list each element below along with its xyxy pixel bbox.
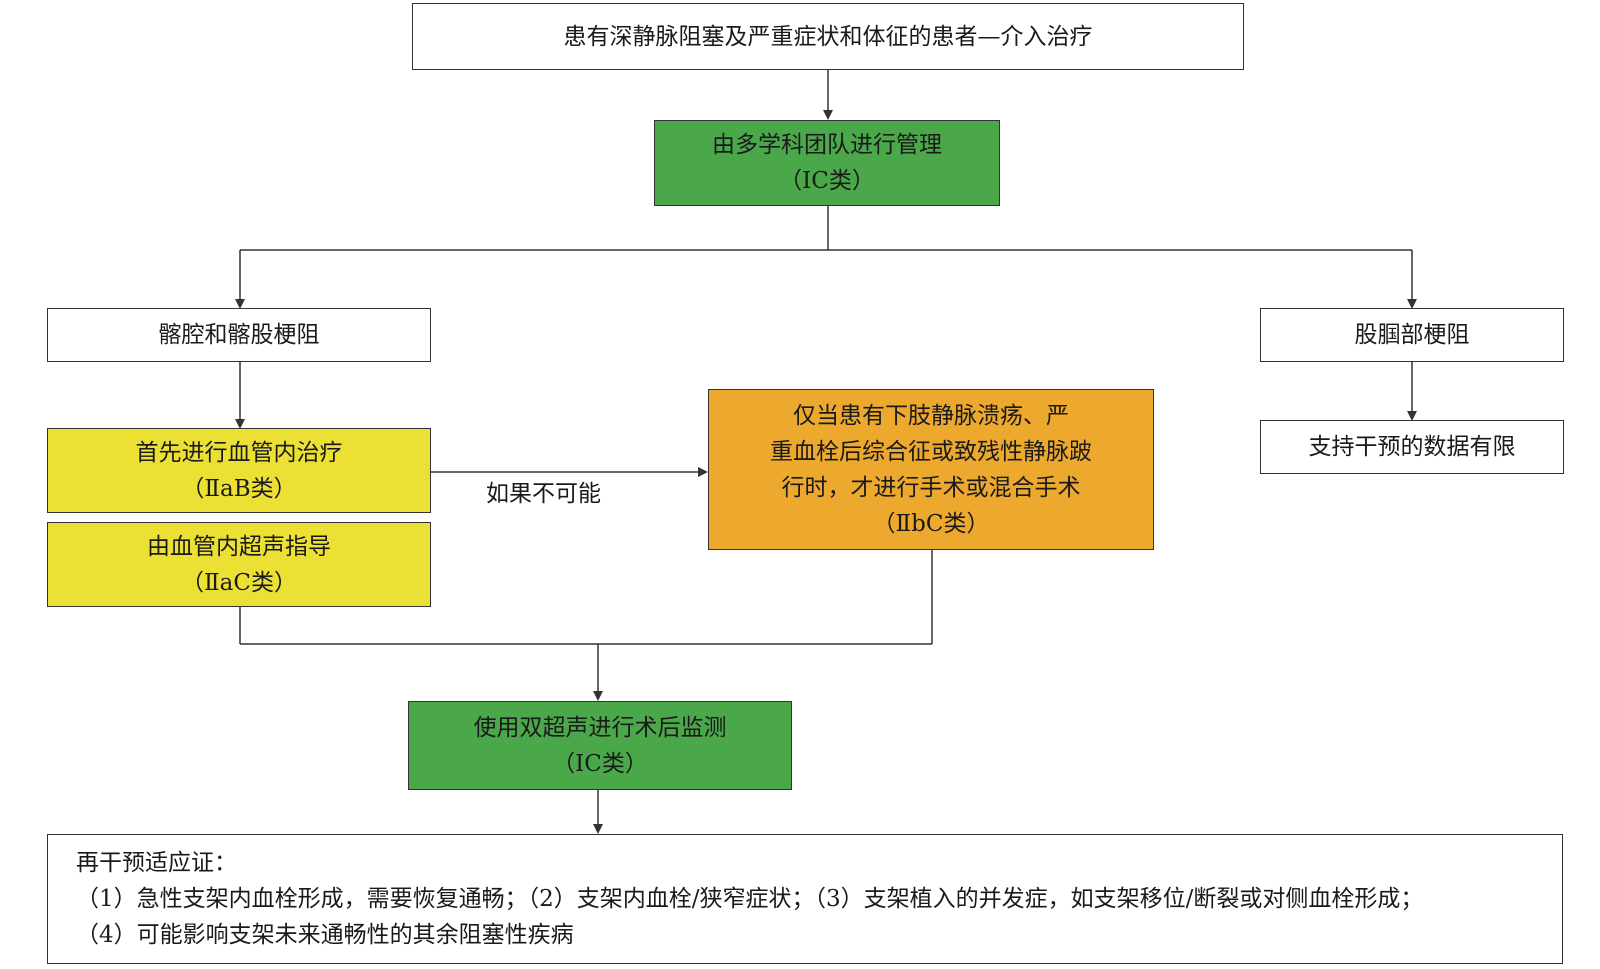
limited-text: 支持干预的数据有限	[1308, 434, 1516, 460]
ivus-line1: 由血管内超声指导	[147, 533, 331, 560]
ivus-line2: （ⅡaC类）	[181, 569, 297, 596]
duplex-line1: 使用双超声进行术后监测	[473, 714, 727, 741]
femoral-box: 股腘部梗阻	[1260, 308, 1564, 362]
surgery-line3: 行时，才进行手术或混合手术	[781, 474, 1081, 501]
ivus-box: 由血管内超声指导 （ⅡaC类）	[47, 522, 431, 607]
endo-box: 首先进行血管内治疗 （ⅡaB类）	[47, 428, 431, 513]
femoral-text: 股腘部梗阻	[1354, 322, 1470, 348]
endo-line1: 首先进行血管内治疗	[135, 439, 343, 466]
iliac-text: 髂腔和髂股梗阻	[158, 322, 320, 348]
mdt-line2: （ⅠC类）	[779, 168, 875, 194]
duplex-box: 使用双超声进行术后监测 （ⅠC类）	[408, 701, 792, 790]
reintervention-line2: （4）可能影响支架未来通畅性的其余阻塞性疾病	[76, 922, 574, 948]
duplex-line2: （ⅠC类）	[552, 750, 648, 777]
iliac-box: 髂腔和髂股梗阻	[47, 308, 431, 362]
surgery-line4: （ⅡbC类）	[872, 510, 990, 537]
endo-line2: （ⅡaB类）	[181, 475, 297, 502]
top-box-text: 患有深静脉阻塞及严重症状和体征的患者—介入治疗	[563, 23, 1093, 50]
reintervention-box: 再干预适应证： （1）急性支架内血栓形成，需要恢复通畅；（2）支架内血栓/狭窄症…	[47, 834, 1563, 964]
reintervention-title: 再干预适应证：	[76, 850, 237, 876]
surgery-line1: 仅当患有下肢静脉溃疡、严	[793, 402, 1069, 429]
if-not-possible-label: 如果不可能	[486, 481, 601, 507]
mdt-line1: 由多学科团队进行管理	[712, 132, 942, 158]
reintervention-line1: （1）急性支架内血栓形成，需要恢复通畅；（2）支架内血栓/狭窄症状；（3）支架植…	[76, 886, 1424, 912]
surgery-line2: 重血栓后综合征或致残性静脉跛	[770, 438, 1092, 465]
top-box-intervention: 患有深静脉阻塞及严重症状和体征的患者—介入治疗	[412, 3, 1244, 70]
surgery-box: 仅当患有下肢静脉溃疡、严 重血栓后综合征或致残性静脉跛 行时，才进行手术或混合手…	[708, 389, 1154, 550]
limited-data-box: 支持干预的数据有限	[1260, 420, 1564, 474]
mdt-box: 由多学科团队进行管理 （ⅠC类）	[654, 120, 1000, 206]
